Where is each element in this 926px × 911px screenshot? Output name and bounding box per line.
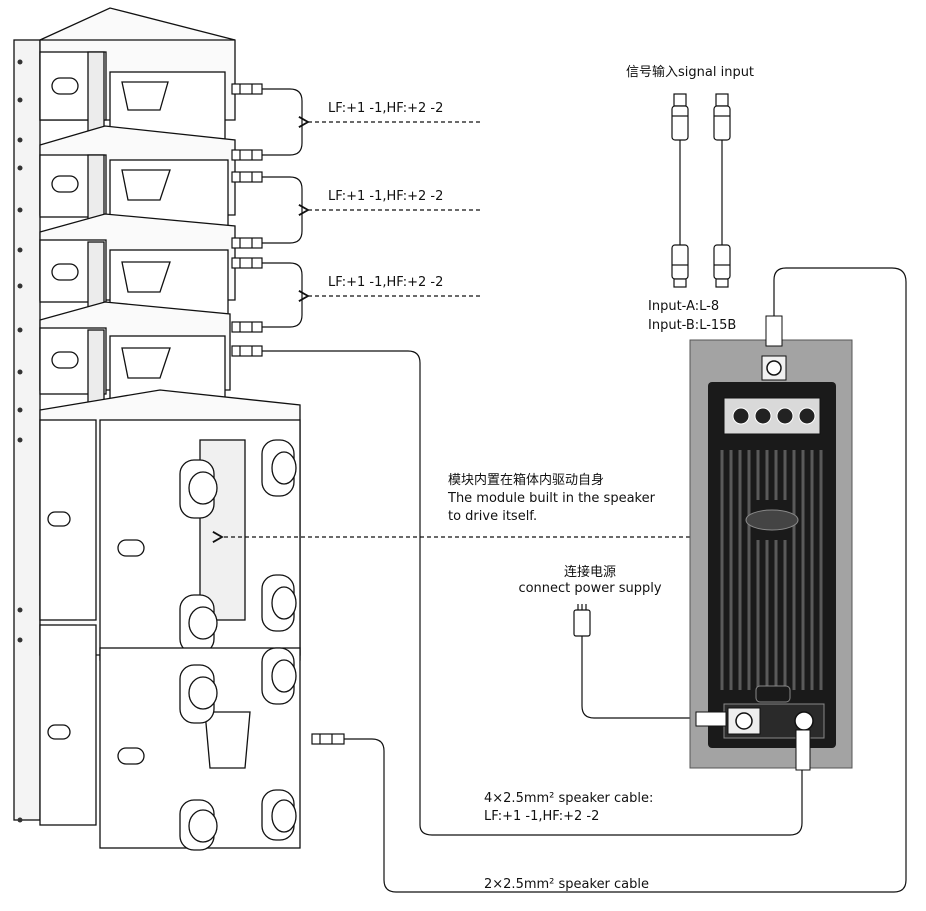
power-label-zh: 连接电源 [563, 565, 616, 580]
signal-connectors [573, 93, 731, 637]
array-module-1 [39, 7, 236, 145]
link-label-3: LF:+1 -1,HF:+2 -2 [328, 275, 444, 290]
array-module-2 [39, 125, 236, 231]
two-core-cable-label: 2×2.5mm² speaker cable [484, 877, 650, 892]
xlr-female-b [713, 244, 731, 288]
input-a-label: Input-A:L-8 [648, 299, 720, 314]
power-label-en: connect power supply [518, 581, 662, 596]
module-note-en-1: The module built in the speaker [448, 491, 655, 506]
signal-input-title: 信号输入signal input [626, 65, 755, 80]
link-arrows [212, 116, 690, 543]
array-module-3 [39, 213, 236, 321]
xlr-female-a [671, 244, 689, 288]
xlr-male-b [713, 93, 731, 141]
speaker-cables [262, 140, 907, 893]
link-label-1: LF:+1 -1,HF:+2 -2 [328, 101, 444, 116]
connector-sub [311, 733, 345, 745]
connector-pair-3 [231, 257, 263, 333]
xlr-male-a [671, 93, 689, 141]
connector-bottom-module [231, 345, 263, 357]
input-b-label: Input-B:L-15B [648, 318, 737, 333]
link-label-2: LF:+1 -1,HF:+2 -2 [328, 189, 444, 204]
four-core-cable-label-2: LF:+1 -1,HF:+2 -2 [484, 809, 600, 824]
subwoofer-2 [39, 624, 301, 851]
power-plug [573, 604, 591, 637]
amplifier-module [689, 315, 853, 771]
subwoofer-1 [39, 389, 301, 661]
link-cables [262, 88, 303, 328]
module-note-en-2: to drive itself. [448, 509, 538, 524]
four-core-cable-label-1: 4×2.5mm² speaker cable: [484, 791, 654, 806]
connector-pair-2 [231, 171, 263, 249]
connector-pair-1 [231, 83, 263, 161]
module-note-zh: 模块内置在箱体内驱动自身 [448, 473, 605, 488]
heatsink-fins [720, 450, 823, 690]
line-array-stack [13, 7, 301, 851]
